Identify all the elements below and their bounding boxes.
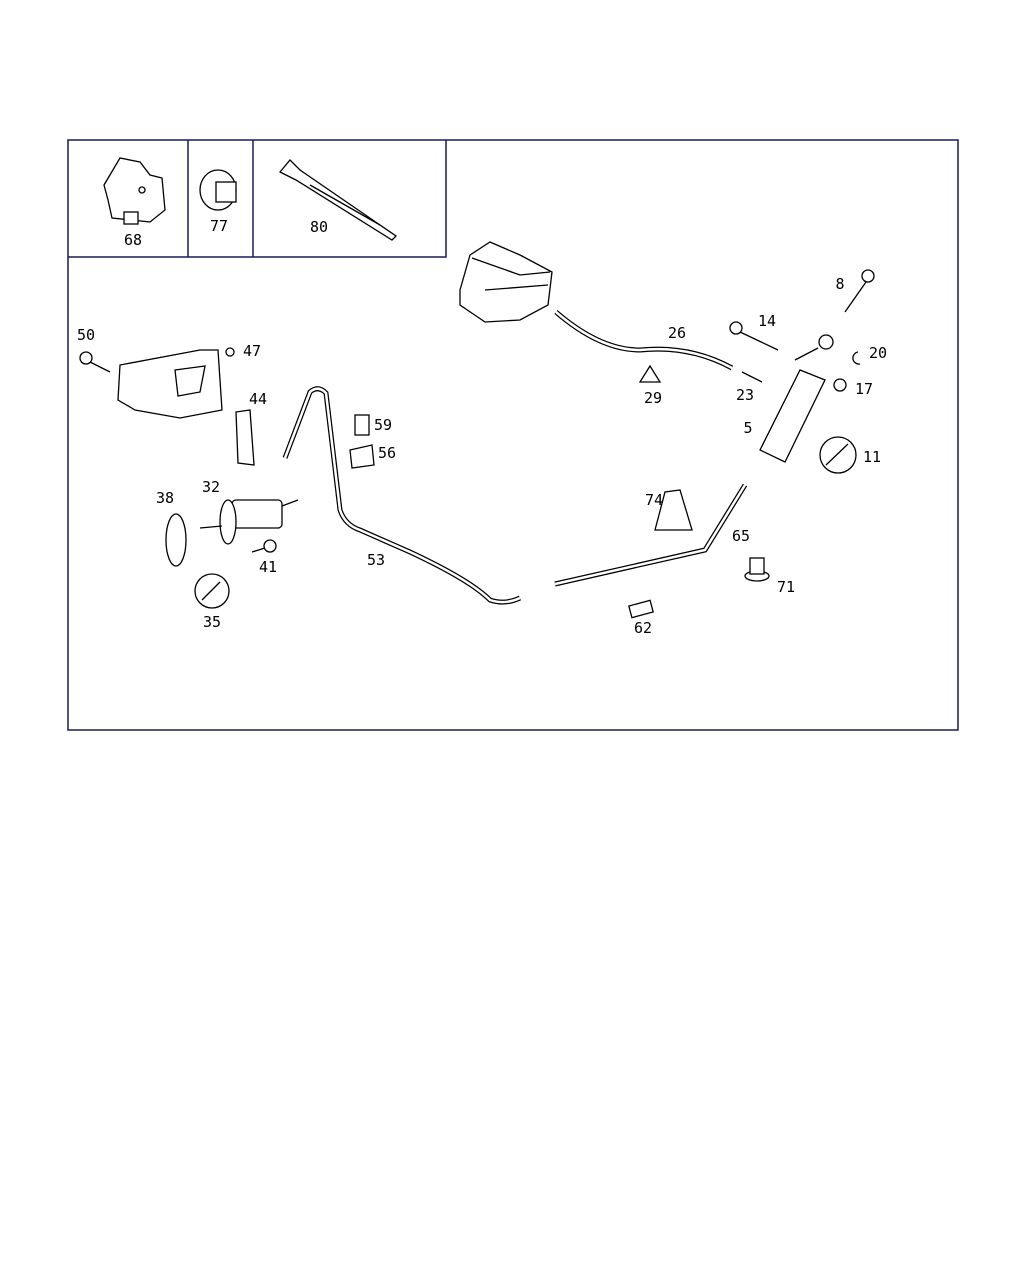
callout-8: 8 [835,275,844,293]
bracket-47[interactable] [117,347,235,419]
callout-68: 68 [124,231,142,249]
inset-frame [68,140,447,258]
callout-32: 32 [202,478,220,496]
callout-41: 41 [259,558,277,576]
screw-23[interactable] [741,371,763,383]
callout-20: 20 [869,344,887,362]
bolt-50[interactable] [79,351,111,373]
cable-tie-part-80[interactable] [278,159,398,241]
clip-20[interactable] [852,351,861,365]
pushrod-8[interactable] [844,269,875,313]
plug-part-77[interactable] [199,169,237,211]
callout-47: 47 [243,342,261,360]
slave-cylinder-32[interactable] [199,499,299,545]
callout-38: 38 [156,489,174,507]
clamp-71[interactable] [744,557,770,582]
sleeve-62[interactable] [628,599,654,619]
callout-53: 53 [367,551,385,569]
callout-71: 71 [777,578,795,596]
callout-74: 74 [645,491,663,509]
callout-23: 23 [736,386,754,404]
callout-29: 29 [644,389,662,407]
sleeve-59[interactable] [354,414,370,436]
gasket-38[interactable] [165,513,187,567]
master-cylinder-5[interactable] [759,334,834,463]
nut-17[interactable] [833,378,847,392]
clamp-part-68[interactable] [103,157,166,225]
callout-59: 59 [374,416,392,434]
pipe-53[interactable] [282,386,522,605]
boot-29[interactable] [638,364,662,383]
callout-17: 17 [855,380,873,398]
callout-26: 26 [668,324,686,342]
callout-56: 56 [378,444,396,462]
callout-65: 65 [732,527,750,545]
callout-62: 62 [634,619,652,637]
wrench-icon-11 [819,436,857,474]
callout-50: 50 [77,326,95,344]
bolt-41[interactable] [251,539,277,553]
callout-80: 80 [310,218,328,236]
callout-11: 11 [863,448,881,466]
wrench-icon-35 [194,573,230,609]
reservoir-part[interactable] [459,241,553,323]
callout-5: 5 [743,419,752,437]
callout-35: 35 [203,613,221,631]
clip-44[interactable] [235,409,255,466]
boot-74[interactable] [654,489,693,531]
clip-56[interactable] [349,444,375,469]
hose-26[interactable] [554,310,734,371]
callout-44: 44 [249,390,267,408]
callout-77: 77 [210,217,228,235]
callout-14: 14 [758,312,776,330]
bolt-14[interactable] [729,321,779,351]
diagram-frame [67,139,959,731]
